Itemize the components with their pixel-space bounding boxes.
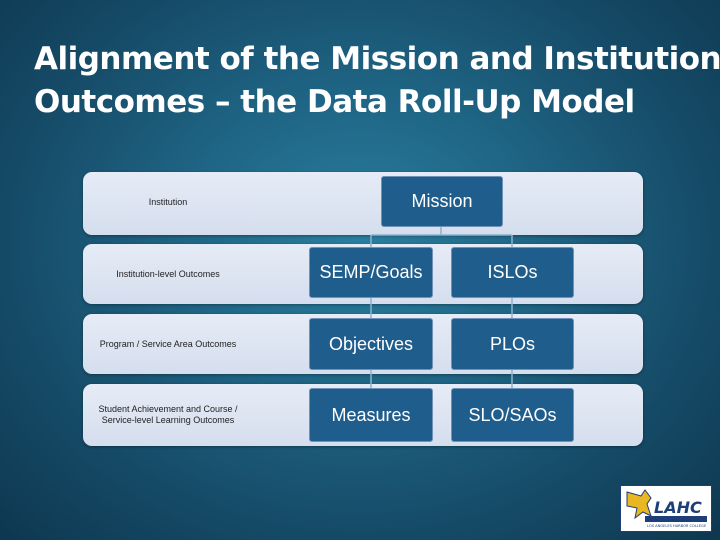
slo-saos-box: SLO/SAOs [451,388,574,442]
measures-box: Measures [309,388,433,442]
slide-title-line-2: Outcomes – the Data Roll-Up Model [34,84,635,120]
semp-goals-box: SEMP/Goals [309,247,433,298]
slide-title-line-1: Alignment of the Mission and Institution… [34,41,720,77]
row-label-student-achievement-line-1: Student Achievement and Course / [98,404,238,414]
row-label-program-service-area-outcomes: Program / Service Area Outcomes [99,339,237,349]
lahc-logo: LAHC LOS ANGELES HARBOR COLLEGE [620,485,712,532]
slide-title: Alignment of the Mission and Institution… [34,38,720,124]
objectives-box: Objectives [309,318,433,370]
row-label-institution: Institution [148,197,188,207]
islos-box: ISLOs [451,247,574,298]
lahc-logo-graphic: LAHC LOS ANGELES HARBOR COLLEGE [626,489,707,528]
row-label-student-achievement-line-2: Service-level Learning Outcomes [101,415,235,425]
row-institution: Institution [83,172,643,235]
lahc-logo-subtext: LOS ANGELES HARBOR COLLEGE [647,524,707,528]
mission-box: Mission [381,176,503,227]
row-label-institution-level-outcomes: Institution-level Outcomes [116,269,220,279]
row-label-student-achievement: Student Achievement and Course / Service… [88,404,248,426]
plos-box: PLOs [451,318,574,370]
lahc-logo-text: LAHC [654,498,702,517]
